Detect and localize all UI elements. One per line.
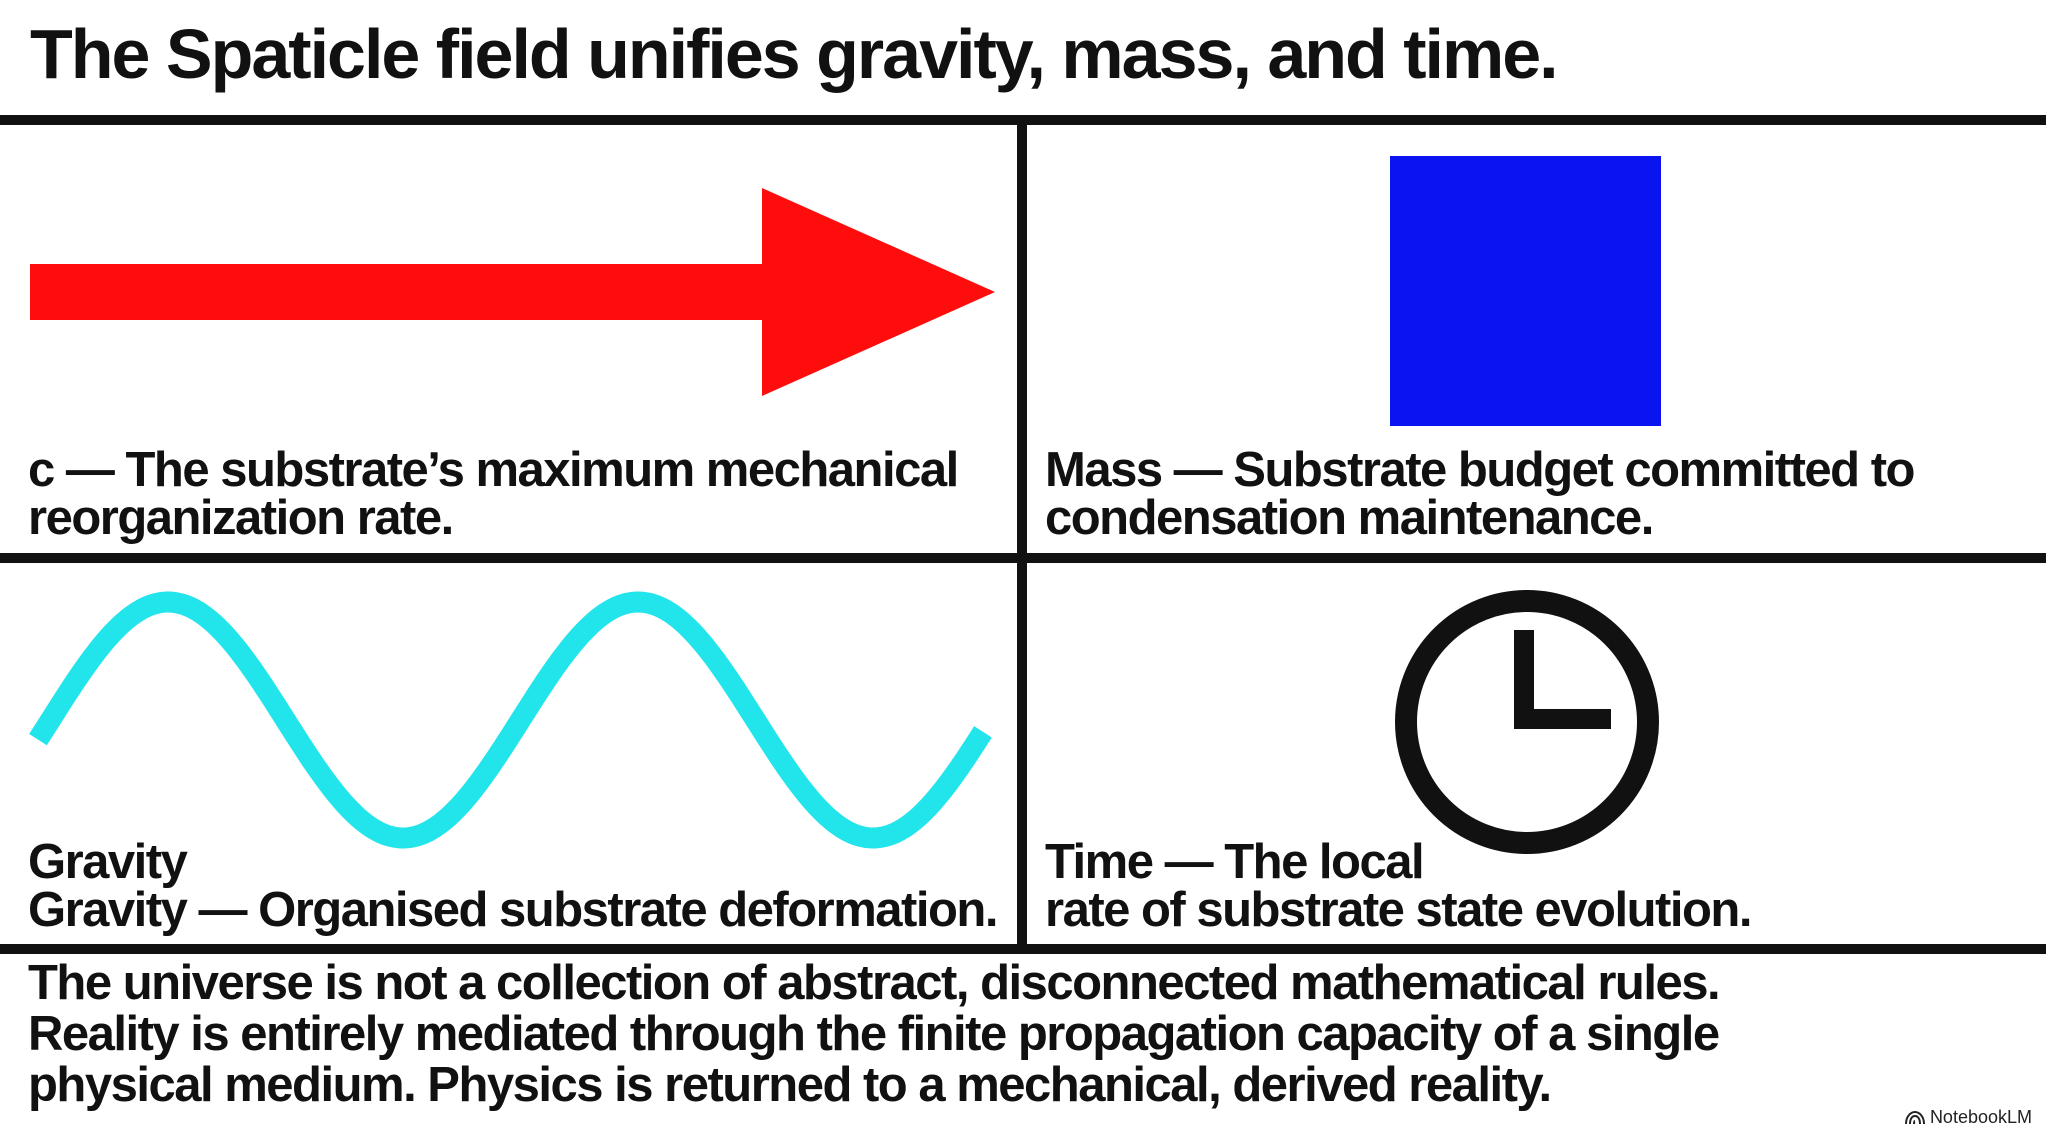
page-title: The Spaticle field unifies gravity, mass… [30,15,1559,93]
mass-caption-line1: Mass — Substrate budget committed to [1045,443,1915,497]
time-caption-line1: Time — The local [1045,835,1425,889]
speed-caption-line2: reorganization rate. [28,491,454,545]
time-caption: Time — The local rate of substrate state… [1045,835,1752,937]
center-divider [1017,117,1027,950]
red-arrow-icon [30,188,995,396]
summary-line2: Reality is entirely mediated through the… [28,1007,1720,1061]
summary-line1: The universe is not a collection of abst… [28,956,1721,1010]
brand-mark: NotebookLM [1904,1107,2032,1128]
mass-caption-line2: condensation maintenance. [1045,491,1654,545]
speed-caption-line1: c — The substrate’s maximum mechanical [28,443,959,497]
notebooklm-logo-icon [1904,1110,1925,1124]
brand-label: NotebookLM [1929,1107,2032,1127]
time-caption-line2: rate of substrate state evolution. [1045,883,1752,937]
gravity-caption-line1: Gravity [28,835,188,889]
blue-square-icon [1390,156,1661,426]
clock-icon [1395,590,1659,854]
sine-wave-icon [29,591,992,849]
gravity-caption: Gravity Gravity — Organised substrate de… [28,835,998,937]
summary-text: The universe is not a collection of abst… [28,956,1721,1112]
gravity-caption-line2: Gravity — Organised substrate deformatio… [28,883,998,937]
mass-caption: Mass — Substrate budget committed to con… [1045,443,1915,545]
summary-line3: physical medium. Physics is returned to … [28,1058,1552,1112]
speed-caption: c — The substrate’s maximum mechanical r… [28,443,959,545]
